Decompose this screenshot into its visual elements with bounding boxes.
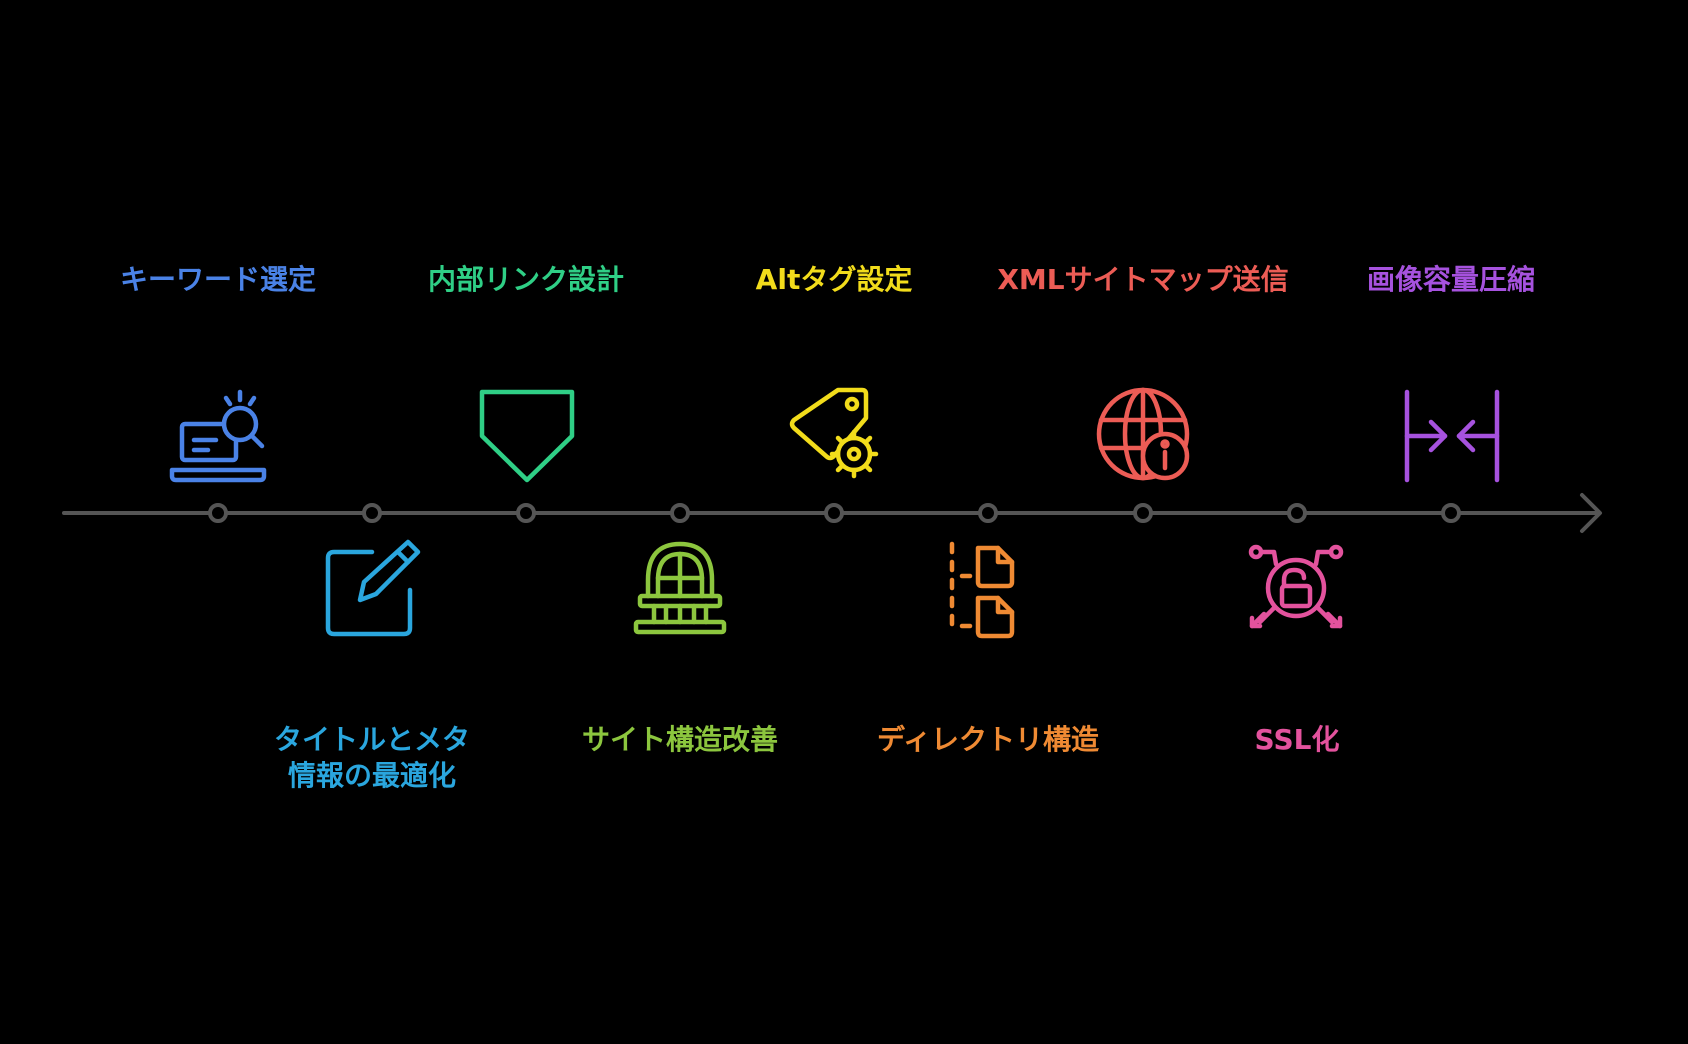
milestone-dot [516, 503, 536, 523]
step-label-site-structure: サイト構造改善 [581, 723, 778, 756]
laptop-search-icon [169, 389, 267, 483]
unlock-network-icon [1248, 544, 1344, 629]
step-label-directory: ディレクトリ構造 [876, 723, 1100, 756]
compress-arrows-icon [1404, 389, 1500, 483]
file-tree-icon [949, 541, 1015, 639]
step-label-xml-sitemap: XMLサイトマップ送信 [997, 263, 1289, 296]
milestone-dot [670, 503, 690, 523]
step-label-image-compress: 画像容量圧縮 [1366, 263, 1535, 296]
step-label-internal-link: 内部リンク設計 [427, 263, 624, 296]
milestone-dot [978, 503, 998, 523]
milestone-dot [824, 503, 844, 523]
window-building-icon [633, 541, 727, 635]
step-label-keyword: キーワード選定 [119, 263, 316, 296]
edit-note-icon [325, 539, 421, 637]
timeline-arrowhead [1580, 493, 1602, 533]
tag-gear-icon [789, 387, 879, 479]
milestone-dot [362, 503, 382, 523]
step-label-title-meta: タイトルとメタ 情報の最適化 [273, 723, 470, 792]
globe-info-icon [1096, 387, 1190, 481]
home-plate-icon [479, 389, 575, 483]
milestone-dot [1133, 503, 1153, 523]
milestone-dot [208, 503, 228, 523]
milestone-dot [1287, 503, 1307, 523]
step-label-alt-tag: Altタグ設定 [755, 263, 913, 296]
step-label-ssl: SSL化 [1254, 723, 1340, 756]
milestone-dot [1441, 503, 1461, 523]
